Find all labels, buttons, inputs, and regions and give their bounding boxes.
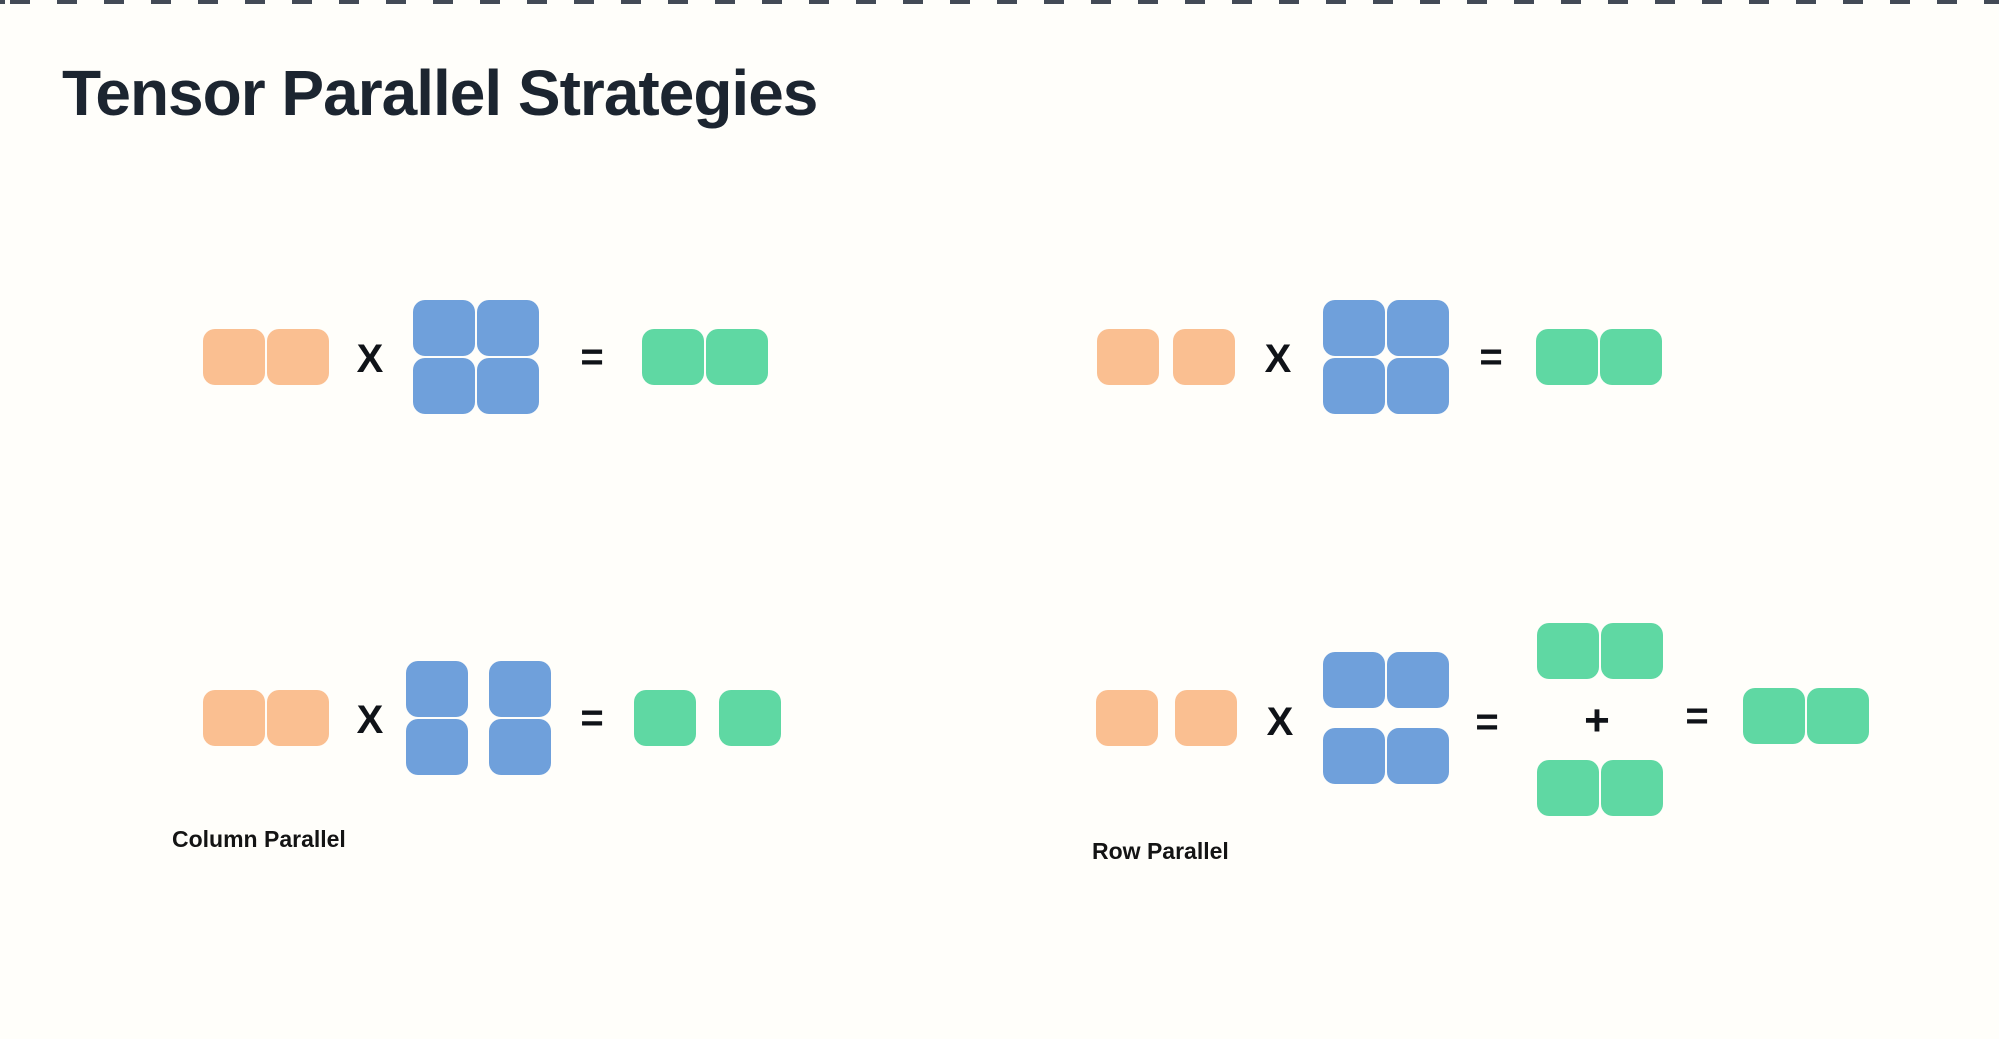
output-cell [1600, 329, 1662, 385]
output-vector [642, 329, 768, 385]
weight-cell [413, 300, 475, 356]
partial-output-vector-bottom [1537, 760, 1663, 816]
page-title: Tensor Parallel Strategies [62, 57, 818, 129]
output-cell [1743, 688, 1805, 744]
weight-cell [1387, 652, 1449, 708]
output-vector [1743, 688, 1869, 744]
input-cell [1173, 329, 1235, 385]
multiply-operator: X [1264, 337, 1292, 381]
output-cell [1536, 329, 1598, 385]
weight-cell [477, 358, 539, 414]
weight-matrix [413, 300, 539, 414]
input-cell [203, 690, 265, 746]
input-vector [203, 329, 329, 385]
input-cell [203, 329, 265, 385]
weight-matrix-row-split [1323, 652, 1449, 784]
input-cell [267, 329, 329, 385]
output-cell [1601, 760, 1663, 816]
weight-cell [1323, 300, 1385, 356]
weight-cell [1387, 300, 1449, 356]
weight-row-shard [1323, 652, 1449, 708]
input-vector [203, 690, 329, 746]
equals-operator: = [1685, 694, 1709, 738]
output-vector-sharded [634, 690, 781, 746]
weight-cell [406, 661, 468, 717]
multiply-operator: X [1266, 700, 1294, 744]
output-cell [642, 329, 704, 385]
weight-cell [489, 661, 551, 717]
weight-cell [1387, 728, 1449, 784]
input-cell [1097, 329, 1159, 385]
output-cell [706, 329, 768, 385]
weight-cell [1323, 358, 1385, 414]
output-cell [634, 690, 696, 746]
column-parallel-label: Column Parallel [172, 826, 346, 852]
equals-operator: = [1475, 700, 1499, 744]
weight-matrix [1323, 300, 1449, 414]
weight-column-shard [406, 661, 468, 775]
weight-cell [477, 300, 539, 356]
multiply-operator: X [356, 337, 384, 381]
weight-cell [489, 719, 551, 775]
output-vector [1536, 329, 1662, 385]
input-cell [1096, 690, 1158, 746]
weight-column-shard [489, 661, 551, 775]
row-parallel-label: Row Parallel [1092, 838, 1229, 864]
equals-operator: = [1479, 335, 1503, 379]
equals-operator: = [580, 335, 604, 379]
input-cell [1175, 690, 1237, 746]
output-cell [1807, 688, 1869, 744]
partial-output-vector-top [1537, 623, 1663, 679]
weight-cell [1323, 728, 1385, 784]
weight-cell [1387, 358, 1449, 414]
output-cell [719, 690, 781, 746]
output-cell [1537, 623, 1599, 679]
weight-cell [413, 358, 475, 414]
weight-cell [1323, 652, 1385, 708]
output-cell [1537, 760, 1599, 816]
weight-matrix-column-split [406, 661, 551, 775]
input-cell [267, 690, 329, 746]
input-vector [1097, 329, 1235, 385]
output-cell [1601, 623, 1663, 679]
plus-operator: + [1584, 696, 1610, 745]
equals-operator: = [580, 696, 604, 740]
top-dashed-border [0, 0, 1999, 4]
weight-row-shard [1323, 728, 1449, 784]
weight-cell [406, 719, 468, 775]
multiply-operator: X [356, 698, 384, 742]
input-vector [1096, 690, 1237, 746]
